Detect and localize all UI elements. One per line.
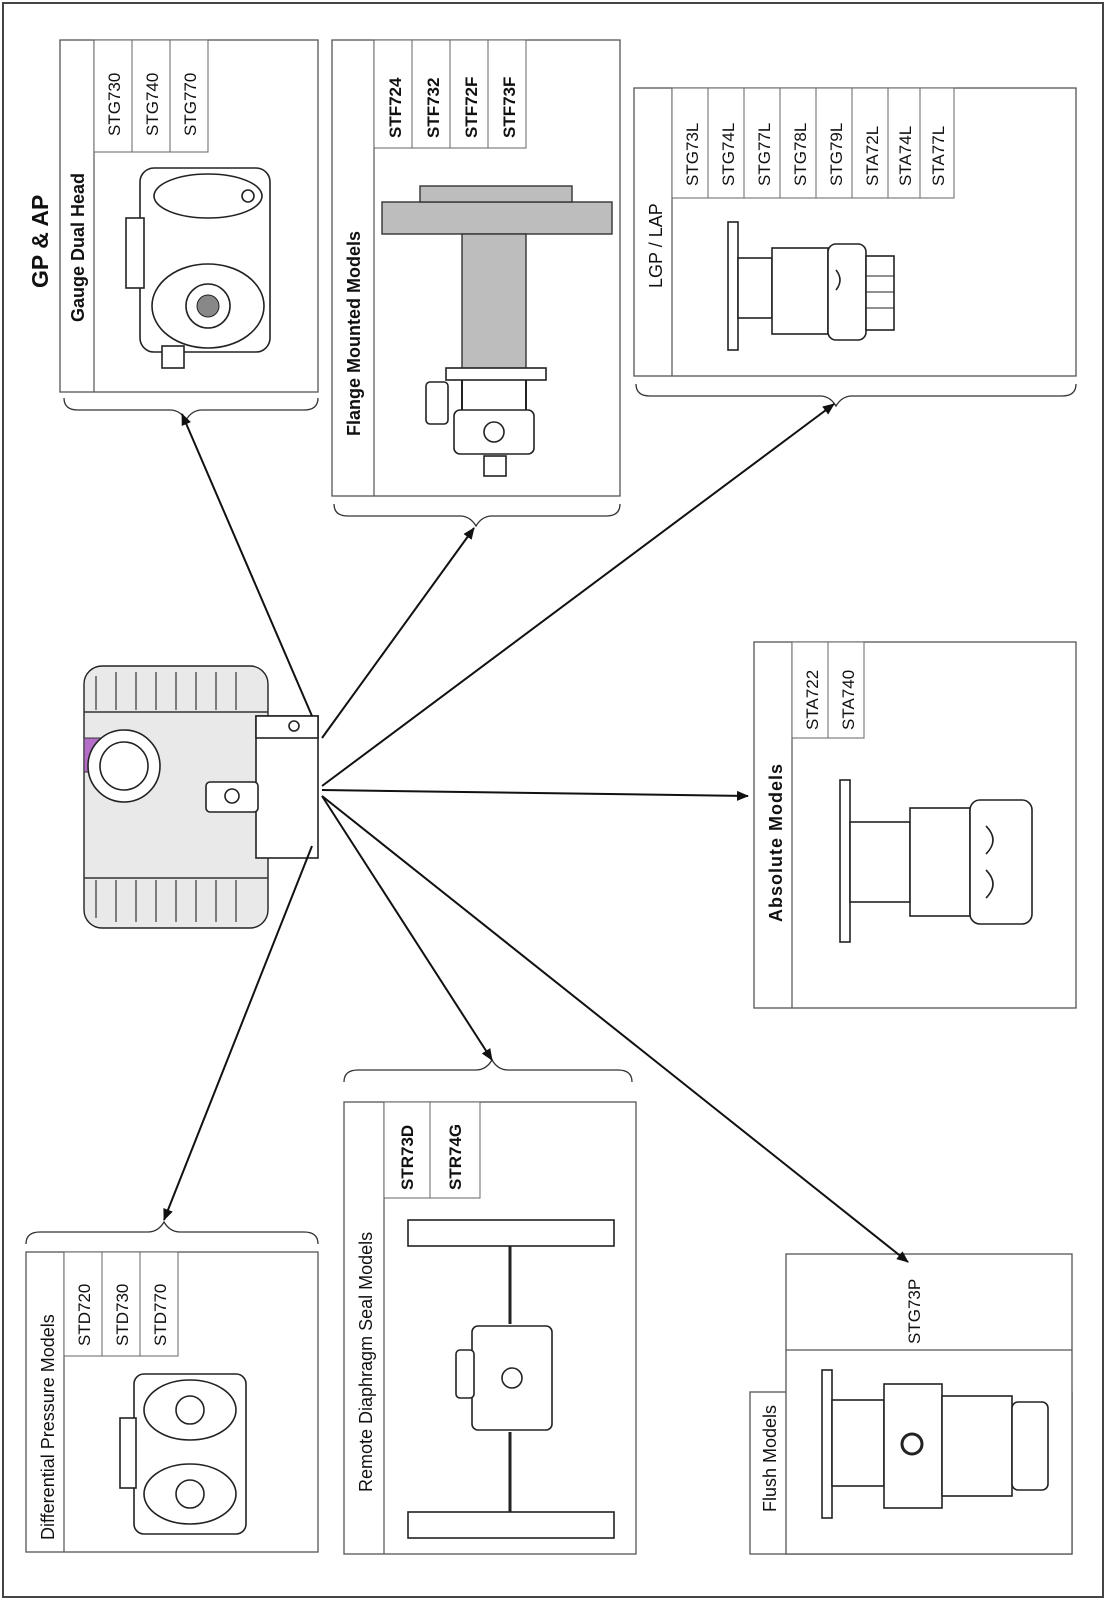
model-code: STG78L (791, 123, 810, 186)
model-code: STG79L (827, 123, 846, 186)
gauge-dual-head-label: Gauge Dual Head (68, 173, 88, 322)
differential-brace (26, 1222, 318, 1244)
model-code: STG730 (105, 73, 124, 136)
model-code: STR74G (446, 1124, 465, 1190)
flange-mounted-panel: Flange Mounted Models STF724 STF732 STF7… (332, 40, 620, 496)
model-code: STD770 (151, 1284, 170, 1346)
remote-seal-panel: Remote Diaphragm Seal Models STR73D STR7… (344, 1102, 636, 1554)
gauge-dual-head-panel: Gauge Dual Head STG730 STG740 STG770 (60, 40, 318, 392)
model-code: STA74L (896, 126, 915, 186)
model-code: STF73F (500, 77, 519, 138)
absolute-label: Absolute Models (766, 763, 786, 922)
diagram-title: GP & AP (27, 195, 53, 288)
remote-seal-brace (344, 1060, 632, 1082)
model-code: STG740 (143, 73, 162, 136)
model-code: STD730 (113, 1284, 132, 1346)
gauge-dual-head-device (126, 168, 270, 368)
model-code: STF724 (386, 77, 405, 138)
model-code: STG77L (755, 123, 774, 186)
differential-device (120, 1374, 246, 1534)
model-code: STG770 (181, 73, 200, 136)
model-code: STG73L (683, 123, 702, 186)
model-code: STF72F (462, 77, 481, 138)
flush-label: Flush Models (760, 1405, 780, 1512)
lgp-lap-panel: LGP / LAP STG73L STG74L STG77L STG78L ST… (634, 88, 1076, 376)
model-code: STA77L (929, 126, 948, 186)
model-code: STF732 (424, 78, 443, 138)
absolute-panel: Absolute Models STA722 STA740 (754, 642, 1076, 1008)
gauge-dual-head-brace (64, 398, 318, 420)
differential-panel: Differential Pressure Models STD720 STD7… (26, 1252, 318, 1552)
model-code: STA72L (863, 126, 882, 186)
lgp-lap-label: LGP / LAP (646, 203, 666, 288)
lgp-lap-brace (636, 384, 1076, 406)
model-code: STA740 (839, 670, 858, 730)
model-code: STR73D (398, 1125, 417, 1190)
flush-panel: Flush Models STG73P (750, 1254, 1072, 1554)
flange-mounted-label: Flange Mounted Models (344, 231, 364, 436)
central-transmitter (84, 666, 318, 928)
flange-mounted-brace (334, 504, 620, 526)
remote-seal-label: Remote Diaphragm Seal Models (356, 1232, 376, 1492)
model-code: STG73P (905, 1279, 924, 1344)
differential-label: Differential Pressure Models (38, 1314, 58, 1540)
model-code: STA722 (803, 670, 822, 730)
model-code: STG74L (719, 123, 738, 186)
model-code: STD720 (75, 1284, 94, 1346)
